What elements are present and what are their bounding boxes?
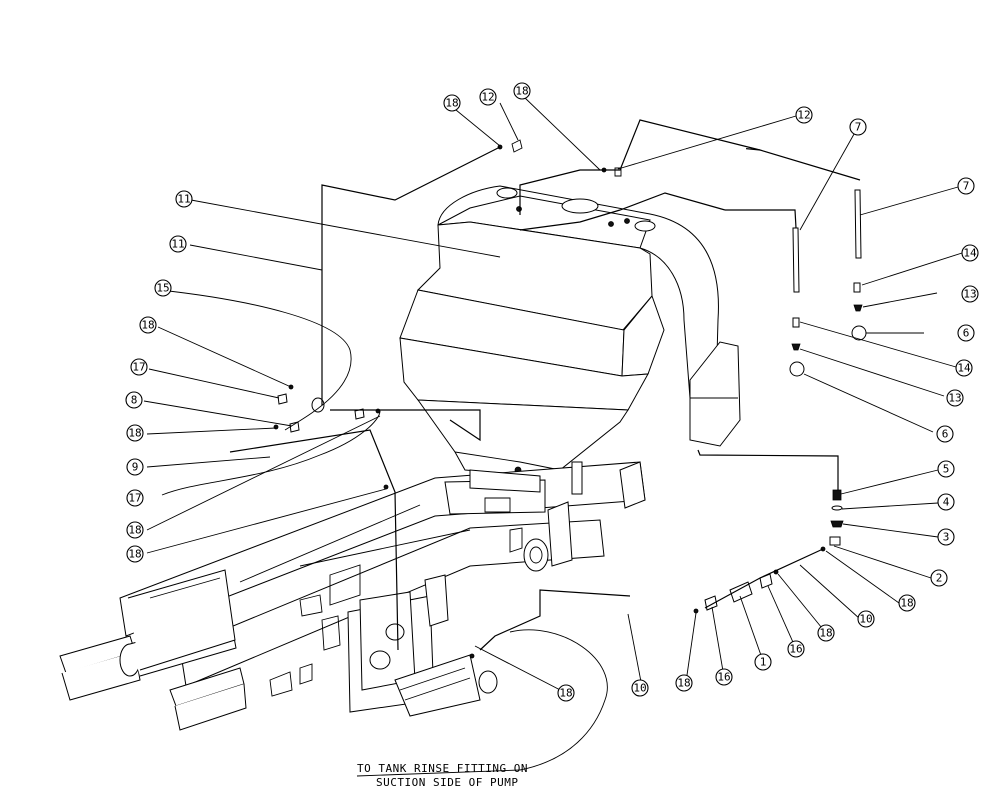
svg-text:10: 10	[859, 613, 872, 626]
callout-8: 8	[125, 391, 143, 409]
svg-text:18: 18	[819, 627, 832, 640]
leader-lines	[143, 96, 963, 694]
callout-2: 2	[930, 569, 948, 587]
svg-text:8: 8	[131, 394, 138, 407]
note-line-2: SUCTION SIDE OF PUMP	[376, 776, 518, 789]
svg-text:14: 14	[963, 247, 977, 260]
svg-text:6: 6	[942, 428, 949, 441]
svg-text:18: 18	[515, 85, 528, 98]
callout-3: 3	[937, 528, 955, 546]
trailer-frame	[59, 461, 646, 731]
svg-text:18: 18	[128, 548, 141, 561]
svg-text:14: 14	[957, 362, 971, 375]
callout-14: 14	[961, 244, 979, 262]
callout-18: 18	[675, 674, 693, 692]
sight-gauge-parts	[789, 189, 867, 377]
callout-18: 18	[817, 624, 835, 642]
svg-text:4: 4	[943, 496, 950, 509]
rear-plumbing-fittings	[693, 489, 844, 614]
callout-10: 10	[857, 610, 875, 628]
callout-16: 16	[787, 640, 805, 658]
rinse-fitting-note: TO TANK RINSE FITTING ON SUCTION SIDE OF…	[357, 762, 528, 789]
svg-text:6: 6	[963, 327, 970, 340]
svg-text:18: 18	[559, 687, 572, 700]
svg-text:12: 12	[797, 109, 810, 122]
callout-12: 12	[479, 88, 497, 106]
callout-18: 18	[139, 316, 157, 334]
svg-text:13: 13	[963, 288, 976, 301]
svg-text:17: 17	[128, 492, 141, 505]
callout-10: 10	[631, 679, 649, 697]
callout-17: 17	[126, 489, 144, 507]
callout-17: 17	[130, 358, 148, 376]
svg-text:15: 15	[156, 282, 169, 295]
callout-11: 11	[175, 190, 193, 208]
spray-tank	[399, 139, 741, 477]
svg-text:18: 18	[445, 97, 458, 110]
callout-18: 18	[126, 424, 144, 442]
svg-text:18: 18	[128, 524, 141, 537]
svg-text:3: 3	[943, 531, 950, 544]
svg-text:10: 10	[633, 682, 646, 695]
callout-18: 18	[513, 82, 531, 100]
callout-5: 5	[937, 460, 955, 478]
callout-12: 12	[795, 106, 813, 124]
svg-text:2: 2	[936, 572, 943, 585]
callout-7: 7	[957, 177, 975, 195]
callout-18: 18	[898, 594, 916, 612]
svg-text:18: 18	[900, 597, 913, 610]
svg-text:17: 17	[132, 361, 145, 374]
svg-text:1: 1	[760, 656, 767, 669]
svg-text:18: 18	[128, 427, 141, 440]
svg-text:16: 16	[789, 643, 802, 656]
callout-14: 14	[955, 359, 973, 377]
svg-text:18: 18	[677, 677, 690, 690]
callout-13: 13	[961, 285, 979, 303]
callout-15: 15	[154, 279, 172, 297]
svg-text:11: 11	[171, 238, 184, 251]
callouts: 18 12 18 12 7 7 11 11 15 14 13 6 14 13 6…	[125, 82, 979, 702]
callout-18: 18	[126, 545, 144, 563]
hoses	[159, 119, 861, 777]
svg-text:16: 16	[717, 671, 730, 684]
callout-18: 18	[126, 521, 144, 539]
callout-11: 11	[169, 235, 187, 253]
callout-9: 9	[126, 458, 144, 476]
svg-text:7: 7	[855, 121, 862, 134]
left-fittings	[273, 384, 389, 490]
svg-text:11: 11	[177, 193, 190, 206]
callout-4: 4	[937, 493, 955, 511]
callout-16: 16	[715, 668, 733, 686]
svg-text:18: 18	[141, 319, 154, 332]
svg-text:9: 9	[132, 461, 139, 474]
svg-text:7: 7	[963, 180, 970, 193]
note-line-1: TO TANK RINSE FITTING ON	[357, 762, 528, 775]
callout-18: 18	[557, 684, 575, 702]
callout-6: 6	[936, 425, 954, 443]
svg-text:12: 12	[481, 91, 494, 104]
callout-18: 18	[443, 94, 461, 112]
callout-13: 13	[946, 389, 964, 407]
callout-1: 1	[754, 653, 772, 671]
svg-text:13: 13	[948, 392, 961, 405]
pump-assembly	[321, 574, 498, 717]
svg-text:5: 5	[943, 463, 950, 476]
callout-7: 7	[849, 118, 867, 136]
callout-6: 6	[957, 324, 975, 342]
